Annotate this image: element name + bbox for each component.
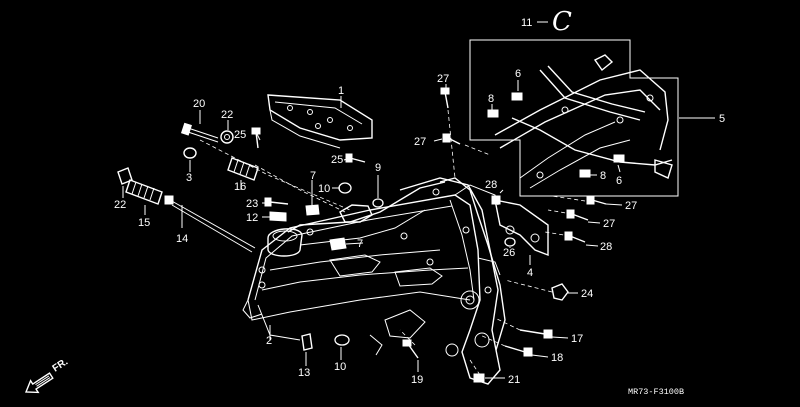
callout-8: 8	[488, 93, 494, 105]
callout-14: 14	[176, 233, 188, 245]
direction-label: FR.	[51, 356, 71, 374]
callout-16: 16	[234, 181, 246, 193]
damper-7-lower	[329, 237, 347, 251]
callout-15: 15	[138, 217, 150, 229]
washer-22-upper	[220, 130, 234, 144]
nut-10-lower	[334, 334, 350, 346]
callout-18: 18	[551, 352, 563, 364]
bolt-17	[519, 329, 546, 335]
bolt-28-upper	[491, 195, 501, 205]
callout-13: 13	[298, 367, 310, 379]
bolt-20	[180, 122, 219, 143]
callout-27: 27	[414, 136, 426, 148]
drawing-code: MR73-F3100B	[628, 387, 684, 397]
callout-9: 9	[375, 162, 381, 174]
nut-10-upper	[338, 182, 352, 194]
callout-19: 19	[411, 374, 423, 386]
cap-22-left	[117, 167, 133, 185]
collar-9	[372, 198, 384, 208]
callout-21: 21	[508, 374, 520, 386]
leader-lines	[122, 21, 715, 379]
callout-2: 2	[266, 335, 272, 347]
callout-5: 5	[719, 113, 725, 125]
callout-6: 6	[616, 175, 622, 187]
callout-22: 22	[221, 109, 233, 121]
callout-3: 3	[186, 172, 192, 184]
callout-6: 6	[515, 68, 521, 80]
bushing-16	[227, 157, 259, 181]
callout-1: 1	[338, 85, 344, 97]
callout-25: 25	[331, 154, 343, 166]
grommet-13	[301, 333, 313, 351]
clip-24	[551, 283, 569, 301]
bolt-27-a	[440, 87, 450, 95]
callout-22: 22	[114, 199, 126, 211]
plate-12	[269, 211, 287, 222]
callout-26: 26	[503, 247, 515, 259]
callout-12: 12	[246, 212, 258, 224]
bolt-25-upper	[255, 131, 259, 149]
bolt-21	[473, 373, 485, 383]
bolt-18	[504, 345, 526, 353]
callout-24: 24	[581, 288, 593, 300]
rod-14	[164, 195, 256, 253]
callout-27: 27	[603, 218, 615, 230]
callout-28: 28	[485, 179, 497, 191]
bolt-27-b	[442, 133, 451, 143]
bolt-23	[269, 201, 289, 205]
callout-7: 7	[310, 170, 316, 182]
top-bracket	[267, 94, 373, 149]
collar-26	[504, 237, 516, 247]
collar-3	[183, 147, 197, 159]
callout-27: 27	[625, 200, 637, 212]
callout-27: 27	[437, 73, 449, 85]
boot-15	[125, 179, 163, 205]
callout-10: 10	[318, 183, 330, 195]
callout-11: 11	[521, 17, 532, 29]
callout-20: 20	[193, 98, 205, 110]
handwritten-mark: C	[552, 7, 572, 37]
callout-23: 23	[246, 198, 258, 210]
callout-8: 8	[600, 170, 606, 182]
bolt-27-c	[586, 195, 595, 205]
callout-25: 25	[234, 129, 246, 141]
callout-28: 28	[600, 241, 612, 253]
front-direction-arrow	[24, 372, 54, 394]
bracket-4	[494, 199, 549, 257]
callout-labels: 1 20 22 25 3 16 22 15 14 25 7 10 9 23 12…	[114, 17, 725, 386]
callout-7: 7	[357, 238, 363, 250]
callout-17: 17	[571, 333, 583, 345]
callout-4: 4	[527, 267, 533, 279]
damper-7-upper	[305, 204, 320, 216]
callout-10: 10	[334, 361, 346, 373]
main-frame	[242, 177, 506, 385]
seat-rail-assembly	[469, 39, 679, 197]
